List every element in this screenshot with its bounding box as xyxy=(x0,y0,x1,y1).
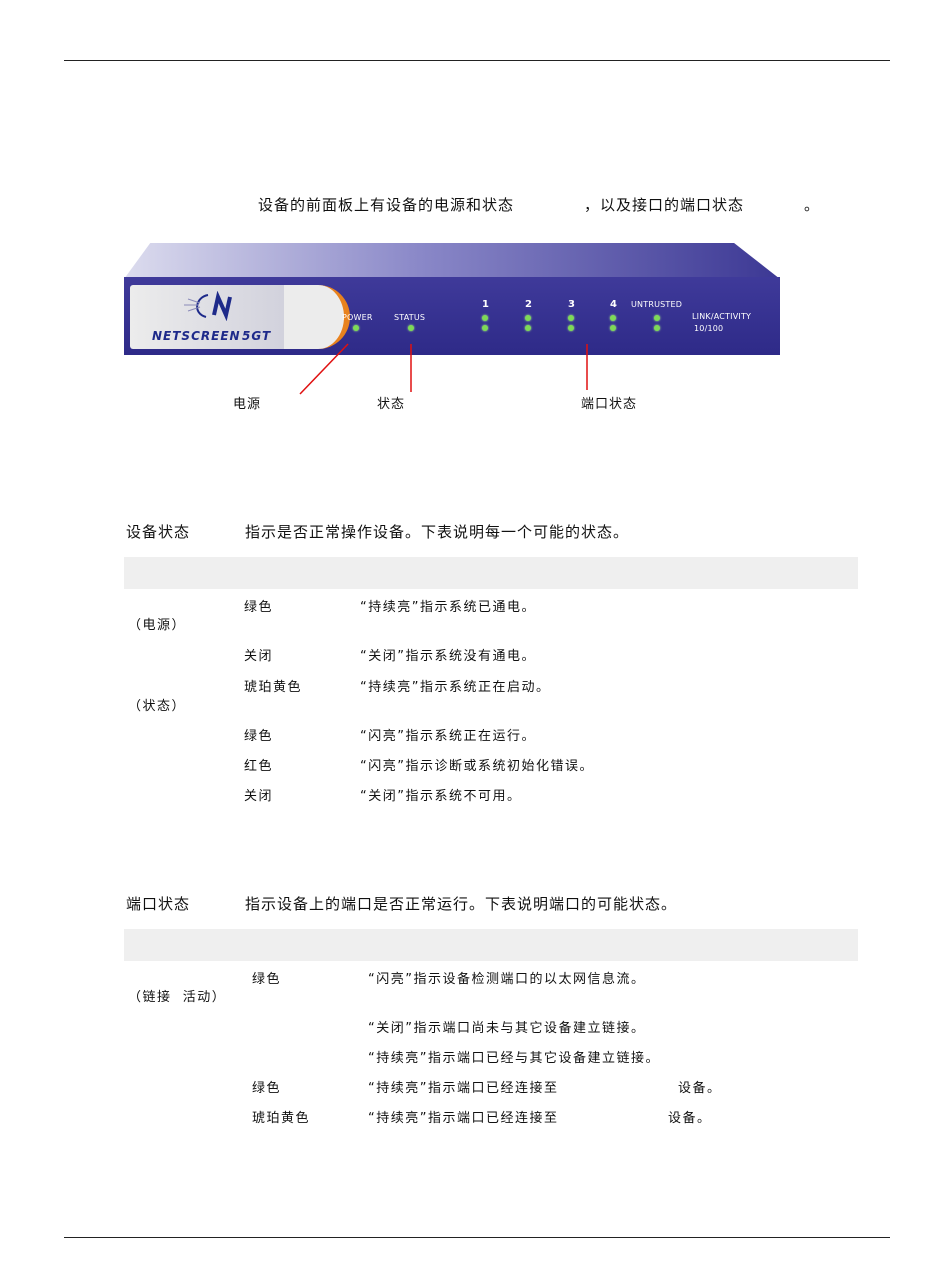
power-callout-label: 电源 xyxy=(233,397,262,412)
device-status-description: 指示是否正常操作设备。下表说明每一个可能的状态。 xyxy=(245,523,630,541)
intro-text-2: ，以及接口的端口状态 xyxy=(584,196,745,214)
netscreen-logo-icon xyxy=(184,291,232,321)
power-group-label: （电源） xyxy=(128,618,187,633)
device-status-heading: 设备状态 xyxy=(126,523,191,541)
port-3-led-bottom xyxy=(568,325,574,331)
port-2-led-top xyxy=(525,315,531,321)
table-row-color: 红色 xyxy=(244,759,274,774)
intro-text-1: 设备的前面板上有设备的电源和状态 xyxy=(258,196,515,214)
status-led xyxy=(408,325,414,331)
table-row-color: 绿色 xyxy=(252,972,282,987)
device-swoosh xyxy=(284,285,350,349)
port-3-led-top xyxy=(568,315,574,321)
table-row-desc: “持续亮”指示系统正在启动。 xyxy=(360,680,551,695)
port-status-heading: 端口状态 xyxy=(126,895,191,913)
status-group-label: （状态） xyxy=(128,699,187,714)
port-2-led-bottom xyxy=(525,325,531,331)
device-top-surface xyxy=(124,243,780,279)
port-callout-label: 端口状态 xyxy=(581,397,638,412)
port-4-label: 4 xyxy=(610,299,617,310)
table-row-desc: “持续亮”指示端口已经连接至 xyxy=(368,1081,559,1096)
port-3-label: 3 xyxy=(568,299,575,310)
table-row-color: 琥珀黄色 xyxy=(252,1111,311,1126)
power-led xyxy=(353,325,359,331)
power-label: POWER xyxy=(342,313,373,322)
table-row-color: 绿色 xyxy=(252,1081,282,1096)
header-rule xyxy=(64,60,890,61)
table-row-color: 绿色 xyxy=(244,729,274,744)
port-4-led-top xyxy=(610,315,616,321)
port-status-description: 指示设备上的端口是否正常运行。下表说明端口的可能状态。 xyxy=(245,895,678,913)
speed-label: 10/100 xyxy=(694,324,724,333)
port-2-label: 2 xyxy=(525,299,532,310)
untrusted-led-bottom xyxy=(654,325,660,331)
port-1-label: 1 xyxy=(482,299,489,310)
status-callout-label: 状态 xyxy=(377,397,406,412)
link-activity-group-label: （链接 活动） xyxy=(128,990,227,1005)
untrusted-led-top xyxy=(654,315,660,321)
link-activity-label: LINK/ACTIVITY xyxy=(692,312,752,321)
table-row-desc: “持续亮”指示端口已经连接至 xyxy=(368,1111,559,1126)
table-row-desc: “关闭”指示系统没有通电。 xyxy=(360,649,536,664)
table-row-desc: “关闭”指示系统不可用。 xyxy=(360,789,522,804)
model-name: 5GT xyxy=(242,329,272,343)
table-row-suffix: 设备。 xyxy=(668,1111,712,1126)
table-row-color: 绿色 xyxy=(244,600,274,615)
device-status-table-header xyxy=(124,557,858,589)
port-1-led-top xyxy=(482,315,488,321)
power-callout-line xyxy=(299,343,349,395)
table-row-desc: “持续亮”指示端口已经与其它设备建立链接。 xyxy=(368,1051,660,1066)
status-label: STATUS xyxy=(394,313,426,322)
untrusted-label: UNTRUSTED xyxy=(631,300,683,309)
table-row-color: 琥珀黄色 xyxy=(244,680,303,695)
port-1-led-bottom xyxy=(482,325,488,331)
table-row-color: 关闭 xyxy=(244,649,274,664)
table-row-desc: “闪亮”指示诊断或系统初始化错误。 xyxy=(360,759,594,774)
device-front-panel: NETSCREEN 5GT POWER STATUS 1 2 3 4 UNTRU… xyxy=(124,243,780,355)
brand-name: NETSCREEN xyxy=(152,329,241,343)
callout-lines xyxy=(299,343,588,395)
port-status-table-header xyxy=(124,929,858,961)
footer-rule xyxy=(64,1237,890,1238)
table-row-color: 关闭 xyxy=(244,789,274,804)
table-row-desc: “关闭”指示端口尚未与其它设备建立链接。 xyxy=(368,1021,646,1036)
table-row-desc: “闪亮”指示系统正在运行。 xyxy=(360,729,536,744)
port-4-led-bottom xyxy=(610,325,616,331)
table-row-desc: “闪亮”指示设备检测端口的以太网信息流。 xyxy=(368,972,646,987)
table-row-suffix: 设备。 xyxy=(678,1081,722,1096)
intro-text-3: 。 xyxy=(804,196,821,214)
table-row-desc: “持续亮”指示系统已通电。 xyxy=(360,600,536,615)
device-label-plate xyxy=(130,285,300,349)
